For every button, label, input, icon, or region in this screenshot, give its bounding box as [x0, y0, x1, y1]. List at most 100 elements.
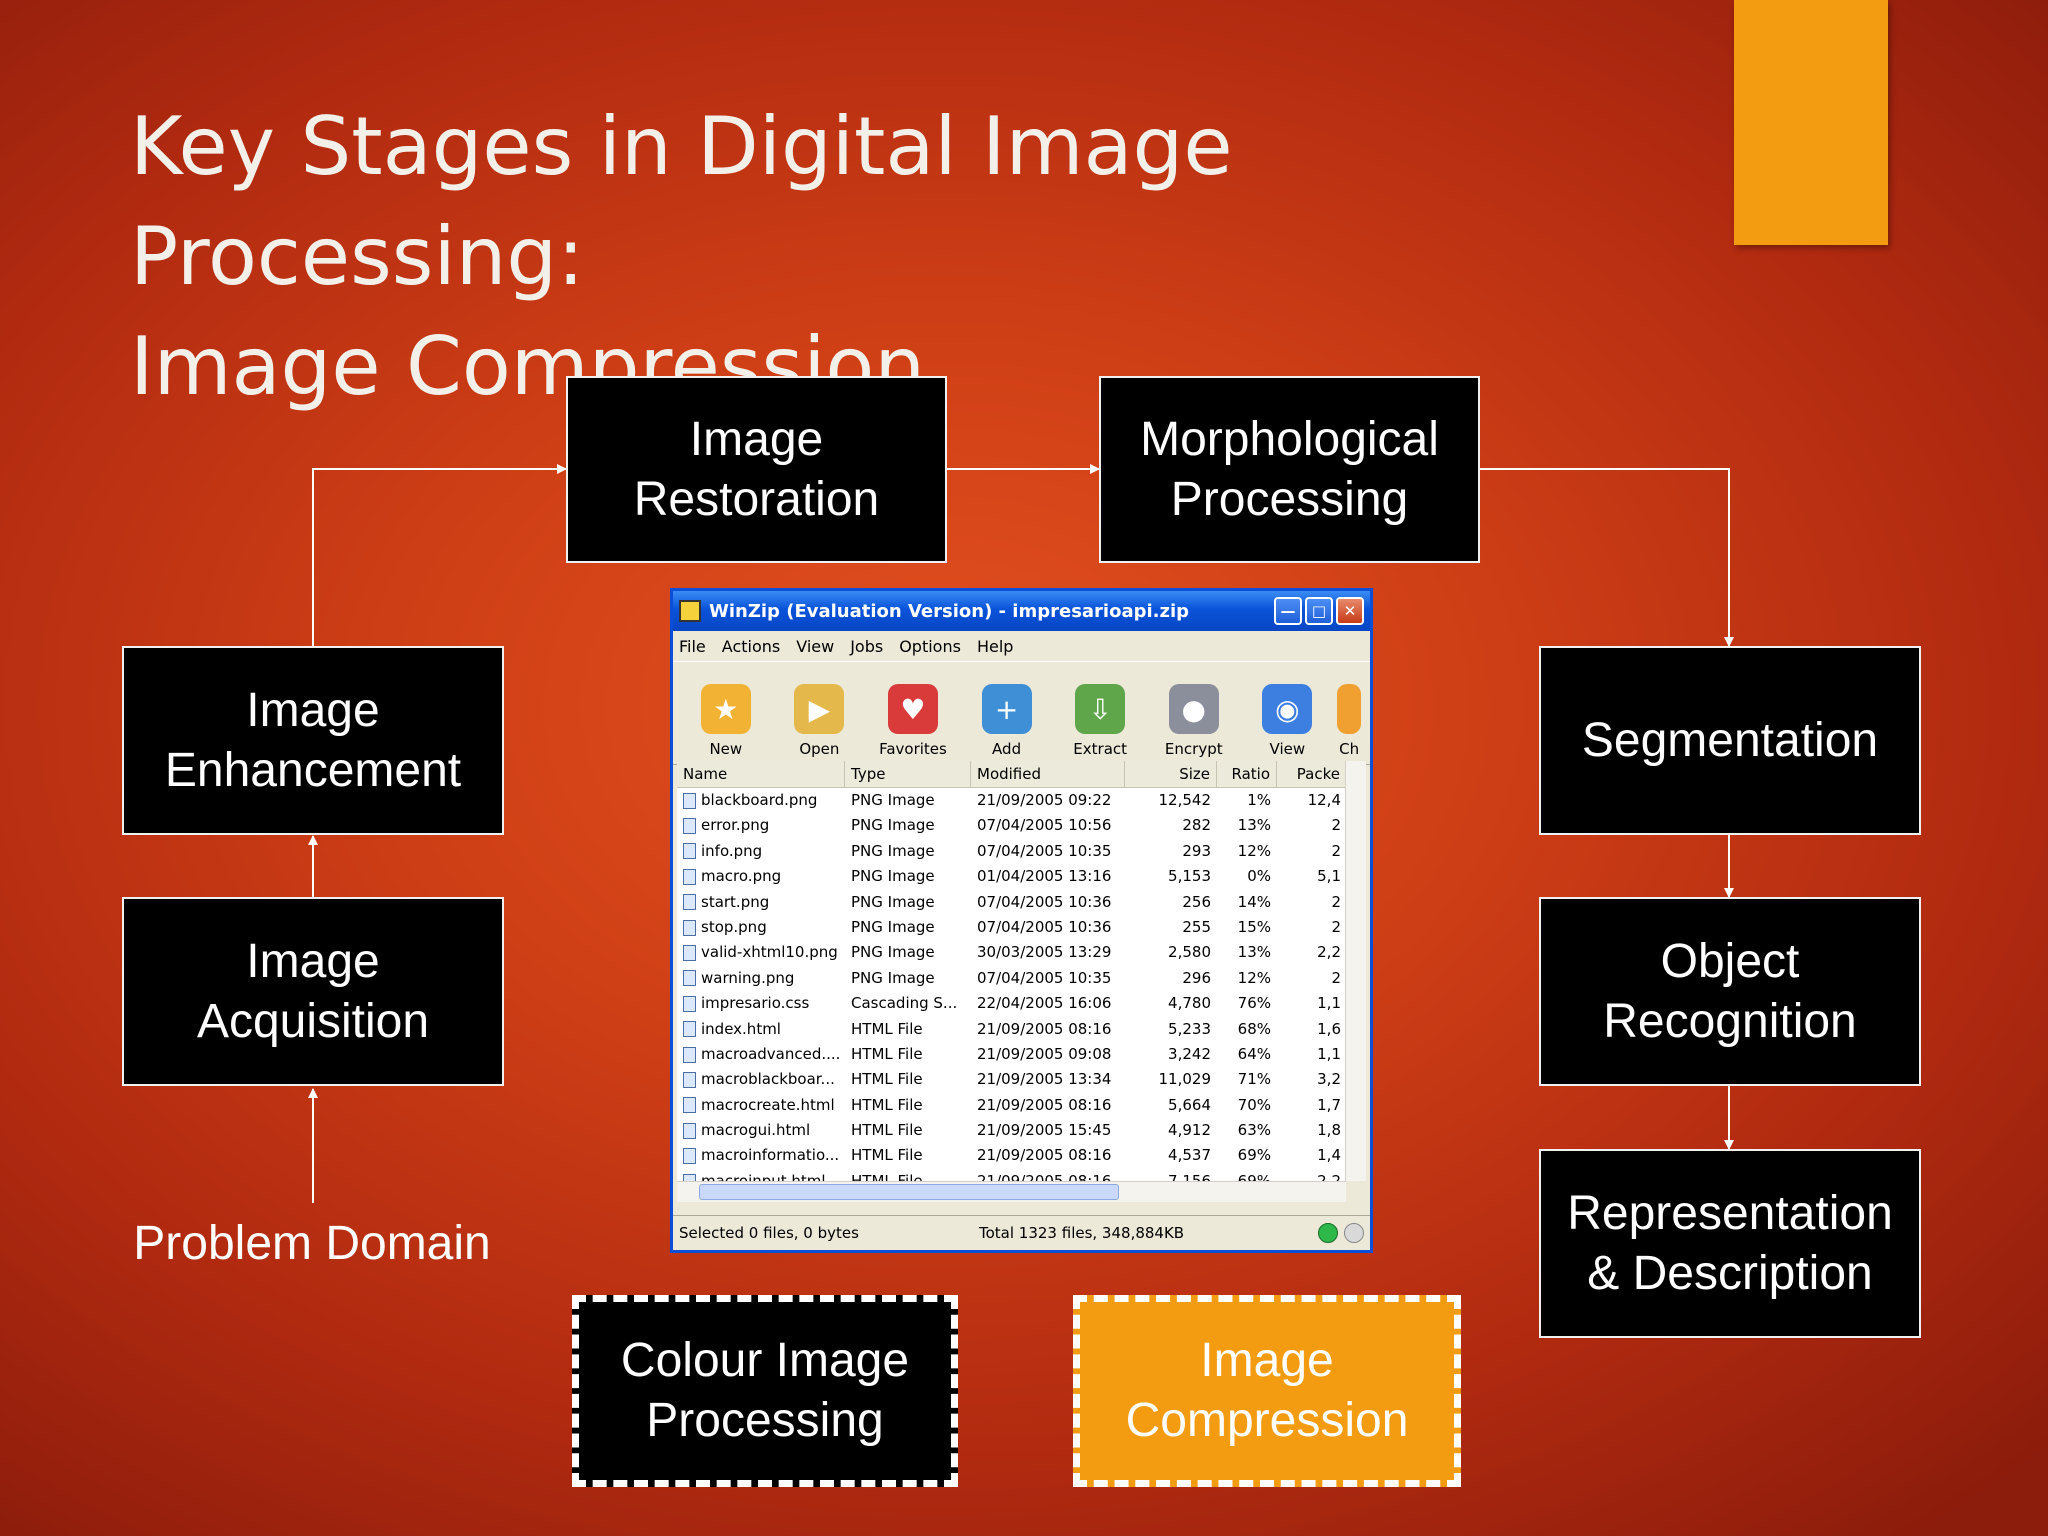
table-cell: 07/04/2005 10:56 — [977, 816, 1112, 835]
title-line-1: Key Stages in Digital Image — [130, 100, 1233, 193]
winzip-file-list: Name Type Modified Size Ratio Packe blac… — [677, 761, 1366, 1181]
arrow-morphological-to-segmentation — [1479, 468, 1734, 647]
vertical-scrollbar[interactable] — [1345, 761, 1366, 1181]
table-cell: 1,6 — [1317, 1019, 1341, 1038]
table-cell: 12% — [1237, 968, 1271, 987]
table-cell: 1,8 — [1317, 1121, 1341, 1140]
table-cell: macroadvanced.... — [677, 1042, 845, 1067]
column-name[interactable]: Name — [677, 761, 845, 787]
table-cell: 13% — [1237, 816, 1271, 835]
winzip-titlebar[interactable]: WinZip (Evaluation Version) - impresario… — [673, 591, 1370, 631]
column-type[interactable]: Type — [845, 761, 971, 787]
menu-options[interactable]: Options — [899, 636, 961, 656]
menu-actions[interactable]: Actions — [721, 636, 781, 656]
column-modified[interactable]: Modified — [971, 761, 1125, 787]
table-cell: 1,4 — [1317, 1146, 1341, 1165]
toolbar-view-button[interactable]: ◉ View — [1241, 684, 1335, 758]
toolbar-encrypt-button[interactable]: ● Encrypt — [1147, 684, 1241, 758]
table-cell: HTML File — [851, 1095, 923, 1114]
table-cell: PNG Image — [851, 841, 935, 860]
table-cell: PNG Image — [851, 816, 935, 835]
file-icon — [683, 995, 696, 1012]
table-cell: impresario.css — [677, 991, 845, 1016]
minimize-icon[interactable]: — — [1274, 597, 1302, 625]
table-cell: macroblackboar... — [677, 1067, 845, 1092]
close-icon[interactable]: ✕ — [1336, 597, 1364, 625]
table-cell: 2 — [1331, 917, 1341, 936]
toolbar-add-button[interactable]: + Add — [960, 684, 1054, 758]
menu-jobs[interactable]: Jobs — [850, 636, 884, 656]
encrypt-lock-icon: ● — [1168, 684, 1219, 734]
menu-help[interactable]: Help — [976, 636, 1014, 656]
menu-view[interactable]: View — [796, 636, 835, 656]
file-icon — [683, 792, 696, 809]
maximize-icon[interactable]: □ — [1305, 597, 1333, 625]
status-selected: Selected 0 files, 0 bytes — [679, 1224, 859, 1242]
table-cell: 282 — [1182, 816, 1211, 835]
table-cell: 3,242 — [1168, 1044, 1211, 1063]
toolbar-favorites-button[interactable]: ♥ Favorites — [866, 684, 960, 758]
table-cell: 30/03/2005 13:29 — [977, 943, 1112, 962]
table-cell: 70% — [1237, 1095, 1271, 1114]
column-ratio[interactable]: Ratio — [1217, 761, 1277, 787]
file-icon — [683, 818, 696, 835]
table-cell: 2,2 — [1317, 943, 1341, 962]
table-row[interactable]: macrocreate.html HTML File 21/09/2005 08:1… — [677, 1093, 1366, 1118]
table-cell: 01/04/2005 13:16 — [977, 867, 1112, 886]
table-cell: 256 — [1182, 892, 1211, 911]
table-cell: HTML File — [851, 1171, 923, 1181]
file-icon — [683, 1021, 696, 1038]
table-cell: macro.png — [677, 864, 845, 889]
toolbar-new-button[interactable]: ★ New — [679, 684, 773, 758]
toolbar-extract-button[interactable]: ⇩ Extract — [1053, 684, 1147, 758]
table-cell: 14% — [1237, 892, 1271, 911]
favorites-heart-icon: ♥ — [887, 684, 938, 734]
stage-segmentation: Segmentation — [1539, 646, 1921, 835]
file-icon — [683, 1071, 696, 1088]
table-cell: PNG Image — [851, 791, 935, 809]
checkout-icon — [1337, 684, 1362, 734]
menu-file[interactable]: File — [679, 636, 706, 656]
table-cell: macrocreate.html — [677, 1093, 845, 1118]
toolbar-open-button[interactable]: ▶ Open — [773, 684, 867, 758]
column-packed[interactable]: Packe — [1277, 761, 1347, 787]
table-cell: 11,029 — [1158, 1070, 1212, 1089]
winzip-menubar: File Actions View Jobs Options Help — [673, 631, 1370, 661]
column-size[interactable]: Size — [1125, 761, 1217, 787]
table-cell: 76% — [1237, 994, 1271, 1013]
table-cell: blackboard.png — [677, 788, 845, 813]
table-cell: macroinformatio... — [677, 1143, 845, 1168]
table-cell: info.png — [677, 839, 845, 864]
table-cell: 68% — [1237, 1019, 1271, 1038]
table-cell: 5,1 — [1317, 867, 1341, 886]
toolbar-checkout-button[interactable]: Ch — [1334, 684, 1364, 758]
view-glasses-icon: ◉ — [1262, 684, 1313, 734]
add-files-icon: + — [981, 684, 1032, 734]
file-icon — [683, 1097, 696, 1114]
scrollbar-thumb[interactable] — [699, 1184, 1119, 1200]
file-icon — [683, 1122, 696, 1139]
horizontal-scrollbar[interactable] — [677, 1181, 1346, 1202]
table-cell: 2 — [1331, 968, 1341, 987]
table-cell: 21/09/2005 08:16 — [977, 1095, 1112, 1114]
status-green-icon — [1318, 1223, 1338, 1243]
stage-representation-description: Representation& Description — [1539, 1149, 1921, 1338]
table-cell: 255 — [1182, 917, 1211, 936]
